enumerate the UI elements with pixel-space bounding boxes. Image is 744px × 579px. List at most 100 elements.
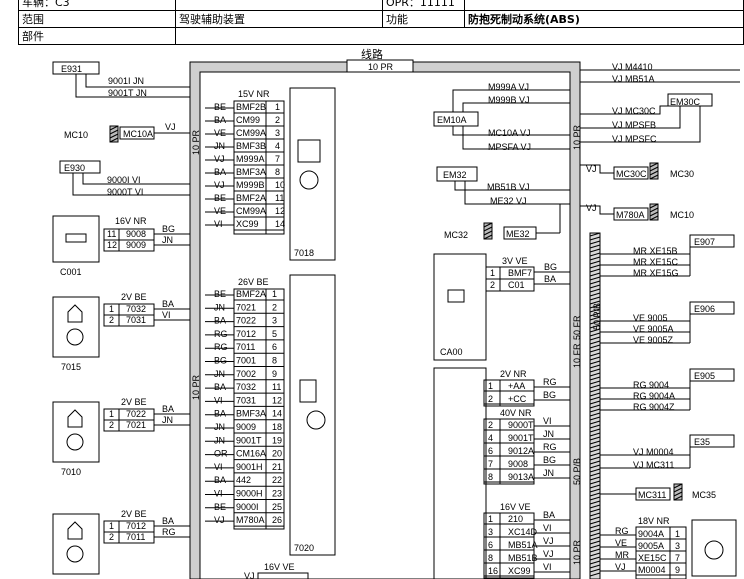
pin-wire-7018: BMF2A [236, 193, 266, 203]
wire-M780A [580, 205, 614, 215]
label-MC32: MC32 [444, 230, 468, 240]
ground-MC10-right-hatch [649, 207, 659, 213]
pin-wire-7020: 7021 [236, 302, 256, 312]
harness-band-right-hatch [589, 572, 601, 577]
harness-band-right-hatch [589, 540, 601, 545]
label-E931: E931 [61, 64, 82, 74]
harness-band-right-hatch [589, 320, 601, 325]
harness-band-right-hatch [589, 464, 601, 469]
conn-block-7018 [233, 100, 285, 235]
pin-wire-18V: M0004 [638, 565, 666, 575]
harness-band-right-hatch [589, 280, 601, 285]
wire-label-EM30C-3: VJ MPSFC [612, 134, 657, 144]
pin-wire-7020: M780A [236, 515, 265, 525]
wire-label-E907: MR XE15B [633, 246, 678, 256]
pin-num-7020: 1 [272, 289, 277, 299]
harness-band-right-hatch [589, 264, 601, 269]
ground-MC10-right-hatch [649, 203, 659, 209]
harness-band-right-hatch [589, 368, 601, 373]
pin-num-7020: 8 [272, 356, 277, 366]
pin-color-7020: VI [214, 395, 223, 405]
pin-color-40V: VI [543, 416, 552, 426]
harness-band-right-hatch [589, 288, 601, 293]
pin-color-7010: BA [162, 404, 174, 414]
pin-num-7018: 4 [275, 141, 280, 151]
gauge-icon [704, 540, 724, 560]
harness-band-right-hatch [589, 440, 601, 445]
pin-color-7020: BA [214, 316, 226, 326]
harness-band-right-hatch [589, 256, 601, 261]
wire-label-EM10A-3: MC10A VJ [488, 128, 531, 138]
side-label-10pr-2: 10 PR [572, 539, 582, 565]
harness-band-right-hatch [589, 376, 601, 381]
header-grid: 车辆：C3 OPR：11111 范围 驾驶辅助装置 功能 防抱死制动系统(ABS… [18, 0, 744, 45]
pin-num-18V: 1 [675, 529, 680, 539]
harness-band-right-hatch [589, 232, 601, 237]
harness-band-right-hatch [589, 300, 601, 305]
harness-band-right-hatch [589, 328, 601, 333]
wire-label-EM10A-1: M999A VJ [488, 82, 529, 92]
part-value [175, 27, 744, 45]
wire-E931-b [75, 74, 190, 98]
harness-band-right-hatch [589, 312, 601, 317]
connector-EM10A [433, 111, 479, 127]
ground-MC10-right-hatch [649, 211, 659, 217]
harness-band-right-hatch [589, 568, 601, 573]
chip-icon-7020 [299, 379, 317, 403]
conn-18V [635, 526, 687, 579]
pin-wire-C001: 9009 [126, 240, 146, 250]
harness-band-right-hatch [589, 420, 601, 425]
pin-color-7020: BE [214, 289, 226, 299]
pin-wire-7020: 7011 [236, 342, 255, 352]
label-E907: E907 [694, 237, 715, 247]
pin-color-7018: VJ [214, 180, 225, 190]
device-7010 [52, 401, 100, 463]
pin-num-7020: 22 [272, 475, 282, 485]
pin-num-7018: 8 [275, 167, 280, 177]
label-7018: 7018 [294, 248, 314, 258]
ground-MC32-hatch [483, 222, 493, 228]
harness-band-right-hatch [589, 460, 601, 465]
label-ME32: ME32 [506, 229, 530, 239]
pin-wire-7018: M999B [236, 180, 265, 190]
pin-num-7020: 20 [272, 449, 282, 459]
ground-MC32-hatch [483, 234, 493, 240]
label-MC10A: MC10A [123, 129, 153, 139]
wire-EM30C-2 [580, 106, 681, 129]
harness-band-right-hatch [589, 560, 601, 565]
pin-color-CA00: BG [544, 262, 557, 272]
pin-wire-7018: CM99A [236, 206, 266, 216]
label-E906: E906 [694, 304, 715, 314]
pin-color-7020: VJ [214, 515, 225, 525]
device-ABS-unit [433, 367, 487, 579]
harness-band-right-hatch [589, 556, 601, 561]
pin-wire-7020: CM16A [236, 449, 266, 459]
wire-EM10A-3 [452, 126, 570, 136]
harness-band-right-hatch [589, 404, 601, 409]
pin-color-16V: VI [543, 523, 552, 533]
pin-num-18V: 9 [675, 565, 680, 575]
pin-num-7020: 21 [272, 462, 282, 472]
pin-num-7010: 1 [109, 409, 114, 419]
harness-band-right-hatch [589, 276, 601, 281]
pin-num-7012x: 1 [109, 521, 114, 531]
pin-num-7020: 6 [272, 342, 277, 352]
harness-band-right-hatch [589, 564, 601, 569]
pin-num-7018: 12 [275, 206, 285, 216]
house-icon-7015 [67, 304, 83, 323]
pin-wire-16V: 210 [508, 514, 523, 524]
pin-color-7012x: BA [162, 516, 174, 526]
pin-num-7018: 1 [275, 102, 280, 112]
label-EM10A: EM10A [437, 115, 467, 125]
pin-num-7012x: 2 [109, 532, 114, 542]
pin-wire-7020: 9000H [236, 489, 263, 499]
pin-wire-40V: 9013A [508, 472, 534, 482]
harness-band-right-hatch [589, 480, 601, 485]
pin-wire-7010: 7021 [126, 420, 146, 430]
ground-MC30-hatch [649, 170, 659, 176]
header-table: 车辆：C3 OPR：11111 范围 驾驶辅助装置 功能 防抱死制动系统(ABS… [0, 0, 744, 46]
wire-label-EM30C-2: VJ MPSFB [612, 120, 656, 130]
pin-num-16V: 3 [488, 527, 493, 537]
pin-num-7020: 11 [272, 382, 281, 392]
harness-band-right-hatch [589, 332, 601, 337]
